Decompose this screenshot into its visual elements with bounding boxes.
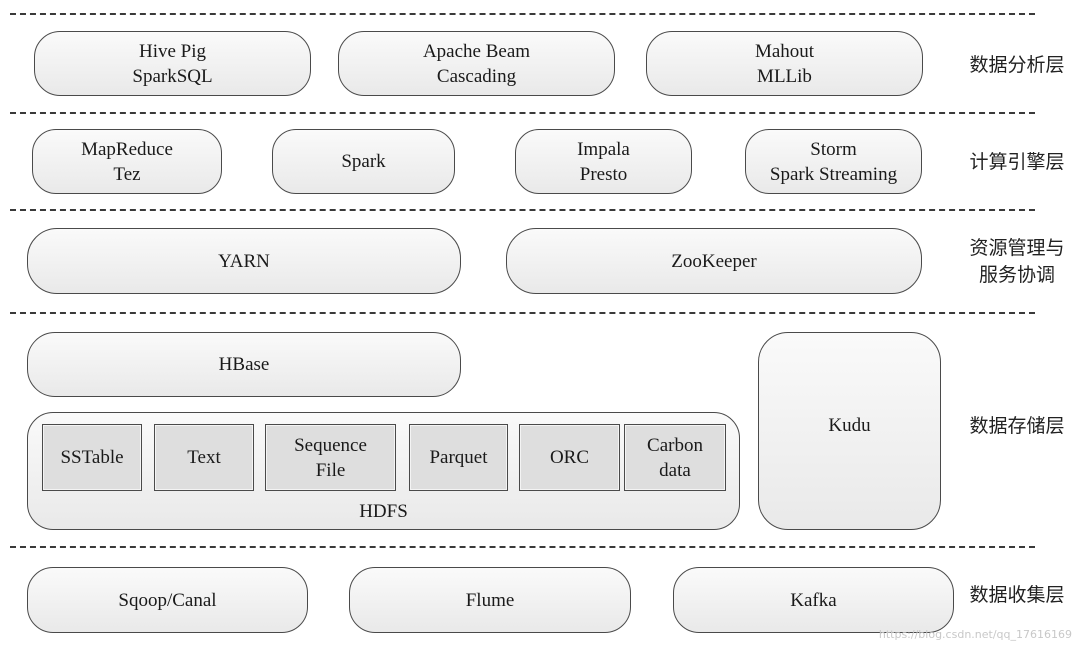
separator-analysis-compute [10, 112, 1035, 114]
layer-label-text: 数据存储层 [969, 414, 1065, 437]
box-line: Mahout [754, 40, 815, 62]
box-kudu: Kudu [758, 332, 941, 530]
box-hive-pig-sparksql: Hive Pig SparkSQL [34, 31, 311, 96]
layer-label-text: 服务协调 [978, 264, 1055, 286]
separator-top [10, 13, 1035, 15]
format-line: File [315, 459, 346, 481]
box-line: Apache Beam [422, 40, 531, 62]
layer-label-text: 数据收集层 [969, 583, 1065, 606]
layer-label-collection: 数据收集层 [962, 580, 1072, 610]
format-parquet: Parquet [409, 424, 508, 491]
hdfs-label: HDFS [359, 501, 408, 522]
box-kafka: Kafka [673, 567, 954, 633]
format-line: SSTable [60, 447, 124, 468]
format-text: Text [154, 424, 254, 491]
box-hbase: HBase [27, 332, 461, 397]
format-line: Text [187, 447, 221, 468]
box-impala-presto: Impala Presto [515, 129, 692, 194]
box-mapreduce-tez: MapReduce Tez [32, 129, 222, 194]
format-sstable: SSTable [42, 424, 142, 491]
box-line: Storm [810, 138, 857, 160]
layer-label-compute: 计算引擎层 [962, 147, 1072, 177]
box-line: Tez [113, 163, 141, 185]
separator-storage-collection [10, 546, 1035, 548]
format-line: ORC [549, 447, 590, 468]
box-line: ZooKeeper [671, 250, 757, 272]
format-sequence-file: Sequence File [265, 424, 396, 491]
box-line: Presto [579, 163, 628, 185]
box-sqoop-canal: Sqoop/Canal [27, 567, 308, 633]
box-line: MLLib [757, 65, 812, 87]
box-flume: Flume [349, 567, 631, 633]
format-carbon-data: Carbon data [624, 424, 726, 491]
layer-label-storage: 数据存储层 [962, 411, 1072, 441]
layer-label-text: 计算引擎层 [969, 150, 1065, 173]
separator-compute-resource [10, 209, 1035, 211]
layer-label-analysis: 数据分析层 [962, 50, 1072, 80]
box-line: SparkSQL [132, 65, 213, 87]
box-line: HBase [218, 354, 270, 375]
box-line: Kafka [790, 589, 837, 611]
box-line: Hive Pig [138, 40, 207, 62]
box-yarn: YARN [27, 228, 461, 294]
box-line: Spark Streaming [769, 163, 898, 185]
box-line: MapReduce [81, 138, 173, 160]
format-line: Sequence [294, 434, 367, 456]
box-line: YARN [218, 250, 270, 272]
box-mahout-mllib: Mahout MLLib [646, 31, 923, 96]
format-line: Carbon [647, 434, 703, 456]
box-line: Sqoop/Canal [118, 589, 217, 611]
box-spark: Spark [272, 129, 455, 194]
box-line: Cascading [436, 65, 517, 87]
layer-label-text: 资源管理与 [969, 237, 1065, 259]
box-line: Spark [341, 151, 386, 172]
layer-label-resource: 资源管理与 服务协调 [962, 234, 1072, 290]
format-line: Parquet [429, 447, 488, 468]
separator-resource-storage [10, 312, 1035, 314]
box-storm-spark-streaming: Storm Spark Streaming [745, 129, 922, 194]
watermark-text: https://blog.csdn.net/qq_17616169 [878, 628, 1072, 641]
layer-label-text: 数据分析层 [969, 53, 1065, 76]
box-line: Impala [577, 138, 630, 160]
format-orc: ORC [519, 424, 620, 491]
box-zookeeper: ZooKeeper [506, 228, 922, 294]
format-line: data [659, 459, 691, 481]
box-line: Kudu [828, 415, 871, 436]
box-apache-beam-cascading: Apache Beam Cascading [338, 31, 615, 96]
box-line: Flume [465, 589, 515, 611]
